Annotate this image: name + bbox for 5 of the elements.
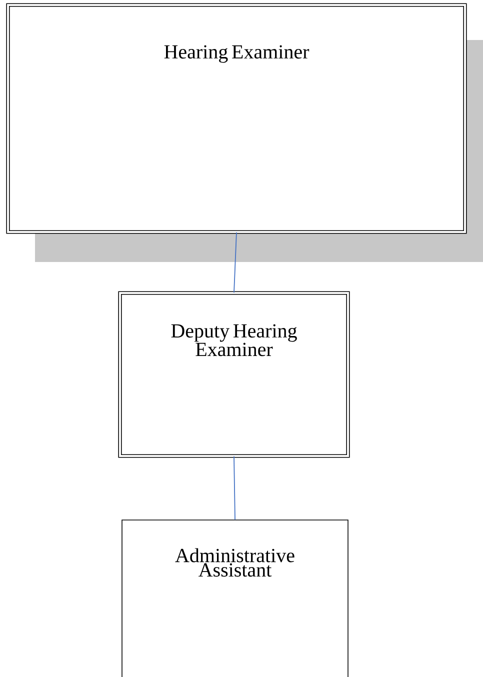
org-box: Administrative Assistant bbox=[122, 520, 348, 677]
connector-line bbox=[234, 232, 237, 294]
org-box: Deputy Hearing Examiner bbox=[118, 291, 350, 458]
connector-line bbox=[234, 456, 236, 520]
org-box: Hearing Examiner bbox=[6, 3, 467, 234]
